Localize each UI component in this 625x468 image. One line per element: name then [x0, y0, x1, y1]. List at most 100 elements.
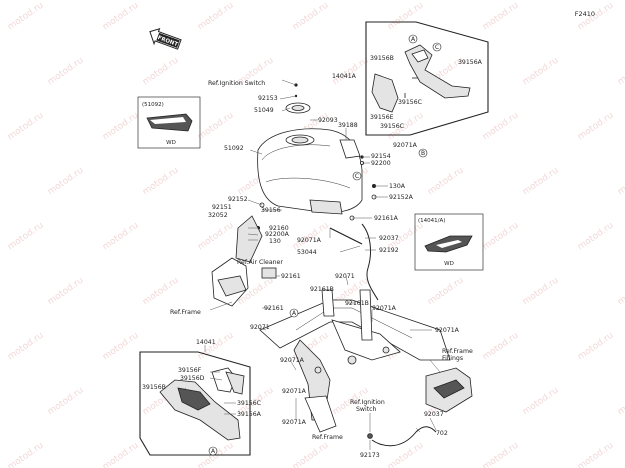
label-92071a-4: 92071A: [435, 327, 460, 334]
label-92154: 92154: [371, 153, 391, 160]
watermark-text: motod.ru: [6, 221, 46, 253]
label-ref-ignition-bot-1: Ref.Ignition: [350, 399, 385, 406]
label-39156b-bot: 39156B: [142, 384, 166, 391]
watermark-text: motod.ru: [576, 221, 616, 253]
watermark-text: motod.ru: [291, 441, 331, 468]
label-51092: 51092: [224, 145, 244, 152]
watermark-text: motod.ru: [6, 111, 46, 143]
inset-box-51092: (51092) WD: [137, 96, 201, 149]
inset-left-code: (51092): [142, 102, 164, 108]
watermark-text: motod.ru: [101, 111, 141, 143]
label-92192: 92192: [379, 247, 399, 254]
bracket-39156d: [225, 371, 245, 395]
inset-left-note: WD: [166, 140, 176, 146]
cap-ring-51049: [285, 102, 311, 114]
watermark-text: motod.ru: [481, 221, 521, 253]
watermark-text: motod.ru: [101, 221, 141, 253]
watermark-text: motod.ru: [521, 56, 561, 88]
label-130: 130: [269, 238, 281, 245]
watermark-text: motod.ru: [616, 386, 625, 418]
label-92153: 92153: [258, 95, 278, 102]
watermark-text: motod.ru: [521, 386, 561, 418]
label-92071a-3: 92071A: [372, 305, 397, 312]
watermark-text: motod.ru: [46, 56, 86, 88]
leader-lines: [184, 79, 441, 450]
callout-a-mid: A: [289, 308, 299, 318]
watermark-text: motod.ru: [331, 56, 371, 88]
cable-702: [371, 426, 437, 447]
label-14041a: 14041A: [332, 73, 357, 80]
label-92160: 92160: [269, 225, 289, 232]
svg-text:B: B: [421, 150, 425, 157]
fuel-cap-39188: [339, 139, 361, 159]
inset-box-14041a: (14041/A) WD: [414, 213, 484, 271]
tube-53044: [329, 227, 363, 245]
watermark-text: motod.ru: [426, 166, 466, 198]
label-92071-1: 92071: [335, 273, 355, 280]
svg-text:A: A: [211, 448, 216, 455]
watermark-text: motod.ru: [481, 111, 521, 143]
watermark-text: motod.ru: [576, 331, 616, 363]
front-arrow: FRONT: [149, 27, 182, 50]
svg-text:C: C: [355, 173, 359, 180]
label-92071a-5: 92071A: [280, 357, 305, 364]
watermark-text: motod.ru: [291, 1, 331, 33]
callout-b-right: B: [418, 148, 428, 158]
watermark-text: motod.ru: [6, 331, 46, 363]
label-92161b-1: 92161B: [310, 286, 334, 293]
callout-c-mid: C: [352, 171, 362, 181]
label-92161b-2: 92161B: [345, 300, 369, 307]
label-92152a: 92152A: [389, 194, 414, 201]
callout-c-top: C: [432, 42, 442, 52]
frame-main: [259, 289, 451, 433]
watermark-text: motod.ru: [386, 1, 426, 33]
label-92151: 92151: [212, 204, 232, 211]
label-ref-air-cleaner: Ref.Air Cleaner: [237, 259, 283, 266]
label-ref-frame-fillings-2: Fillings: [442, 355, 463, 362]
watermark-text: motod.ru: [141, 276, 181, 308]
label-39156d: 39156D: [180, 375, 205, 382]
watermark-text: motod.ru: [481, 441, 521, 468]
watermark-text: motod.ru: [101, 441, 141, 468]
svg-text:A: A: [411, 36, 416, 43]
watermark-text: motod.ru: [196, 221, 236, 253]
frame-lower-bracket: [304, 395, 337, 433]
watermark-text: motod.ru: [46, 166, 86, 198]
label-39156a-bot: 39156A: [237, 411, 262, 418]
label-39156f: 39156F: [178, 367, 202, 374]
label-39156b-top: 39156B: [370, 55, 394, 62]
side-cover-dark: [177, 387, 211, 411]
watermark-text: motod.ru: [521, 166, 561, 198]
label-39156c-top: 39156C: [398, 99, 422, 106]
watermark-text: motod.ru: [426, 276, 466, 308]
label-39188: 39188: [338, 122, 358, 129]
hose-92037: [361, 223, 379, 301]
clip-92161: [261, 267, 277, 279]
figure-id: F2410: [575, 10, 595, 18]
label-14041: 14041: [196, 339, 216, 346]
frame-post: [359, 289, 373, 341]
label-702: 702: [436, 430, 448, 437]
callout-a-top: A: [408, 34, 418, 44]
watermark-text: motod.ru: [616, 56, 625, 88]
label-ref-frame-1: Ref.Frame: [170, 309, 201, 316]
label-53044: 53044: [297, 249, 317, 256]
watermark-text: motod.ru: [6, 441, 46, 468]
label-39156a-top: 39156A: [458, 59, 483, 66]
watermark-text: motod.ru: [521, 276, 561, 308]
watermark-text: motod.ru: [386, 441, 426, 468]
watermark-text: motod.ru: [196, 1, 236, 33]
label-92161-2: 92161: [264, 305, 284, 312]
label-32052: 32052: [208, 212, 228, 219]
detail-frame-bottom: [139, 351, 251, 456]
label-39156c-top2: 39156C: [380, 123, 404, 130]
bolt-92173: [367, 433, 373, 439]
label-92037-1: 92037: [379, 235, 399, 242]
label-ref-frame-2: Ref.Frame: [312, 434, 343, 441]
label-ref-ignition-bot-2: Switch: [356, 406, 377, 413]
watermark-text: motod.ru: [616, 276, 625, 308]
panel-39156e: [371, 73, 399, 113]
label-130a: 130A: [389, 183, 406, 190]
label-ref-frame-fillings-1: Ref.Frame: [442, 348, 473, 355]
